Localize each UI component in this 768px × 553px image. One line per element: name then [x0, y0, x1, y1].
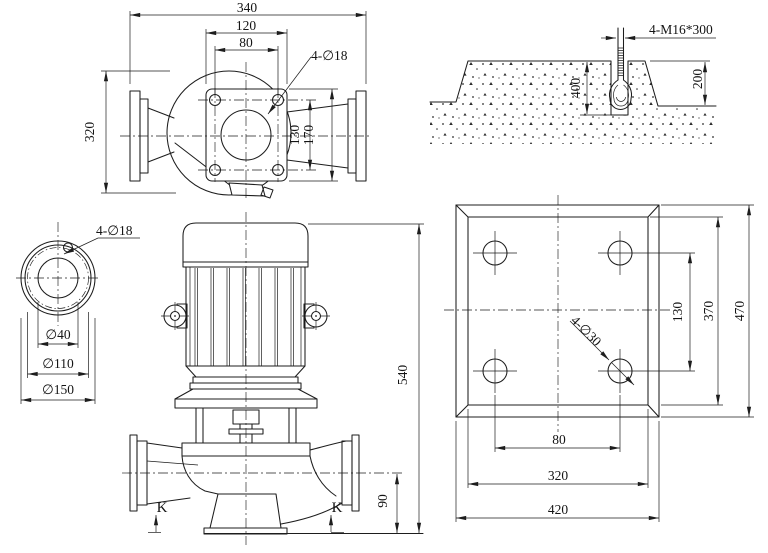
flange-outer: [20, 240, 96, 316]
anchor-hole: [607, 358, 633, 384]
discharge-flange: [351, 434, 360, 512]
dim-hole-cols: 80: [552, 432, 566, 447]
pump-foot: [209, 493, 282, 529]
hole-callout: 4-∅30: [568, 313, 605, 350]
flange-raised-face: [24, 244, 92, 312]
concrete-surface: [429, 60, 717, 116]
volute-body: [181, 455, 219, 495]
dim-hole-rows: 130: [670, 302, 685, 323]
motor-cap: [182, 222, 309, 268]
anchor-bolt: [617, 27, 625, 81]
anchor-bolt-section-view: 4-M16*300 400 200: [429, 22, 717, 144]
pump-front-view: K K 540 90: [122, 212, 424, 545]
dim-outer-diameter: ∅150: [42, 382, 74, 397]
dim-bore: ∅40: [45, 327, 71, 342]
drain-boss: [228, 182, 266, 197]
motor-stool-plate: [174, 398, 318, 409]
dim-step-depth: 200: [690, 69, 705, 90]
dim-embed-depth: 400: [568, 78, 583, 99]
hole-callout: 4-∅18: [96, 223, 133, 238]
pump-top-view: 340 120 80 4-∅18 130 170 320: [82, 0, 372, 200]
dim-bolt-circle: ∅110: [42, 356, 74, 371]
anchor-bolt-callout: 4-M16*300: [649, 22, 713, 37]
section-label-right: K: [332, 500, 343, 516]
dim-bolt-span-inner: 80: [239, 35, 253, 50]
shaft-bore: [220, 109, 272, 161]
dim-bolt-span: 120: [236, 18, 257, 33]
drain-plug: [260, 186, 274, 199]
foundation-outer: [455, 204, 660, 418]
dim-outer-width: 420: [548, 502, 569, 517]
volute-outline: [166, 70, 292, 196]
dim-hole-rows: 130: [287, 125, 302, 146]
dim-depth: 320: [82, 122, 97, 143]
hole-callout: 4-∅18: [311, 48, 348, 63]
dim-overall-height: 540: [395, 365, 410, 386]
motor-fins: [194, 268, 294, 366]
anchor-hole: [607, 240, 633, 266]
dim-inner-length: 370: [701, 301, 716, 322]
bolt-circle: [27, 247, 89, 309]
dim-flange-height: 170: [301, 125, 316, 146]
bolt-hole: [271, 163, 285, 177]
bolt-thread-hatch: [617, 47, 624, 76]
flange-bore: [37, 257, 79, 299]
suction-flange-view: 4-∅18 ∅40 ∅110 ∅150: [16, 222, 140, 404]
dim-outer-length: 470: [732, 301, 747, 322]
dim-overall-width: 340: [237, 0, 258, 15]
bolt-hole: [208, 163, 222, 177]
foundation-inner: [467, 216, 649, 406]
concrete-hatch: [430, 61, 716, 144]
section-label-left: K: [157, 500, 168, 516]
anchor-hole: [482, 358, 508, 384]
dim-inner-width: 320: [548, 468, 569, 483]
bolt-hook: [608, 79, 633, 110]
dim-centerline-height: 90: [375, 494, 390, 508]
bolt-hole: [271, 93, 285, 107]
bolt-hole: [208, 93, 222, 107]
support-column: [288, 407, 297, 444]
support-column: [195, 407, 204, 444]
anchor-hole: [482, 240, 508, 266]
foundation-plan-view: 4-∅30 130 370 470 80 320 420: [444, 195, 754, 522]
motor-mount-plate: [205, 88, 288, 182]
